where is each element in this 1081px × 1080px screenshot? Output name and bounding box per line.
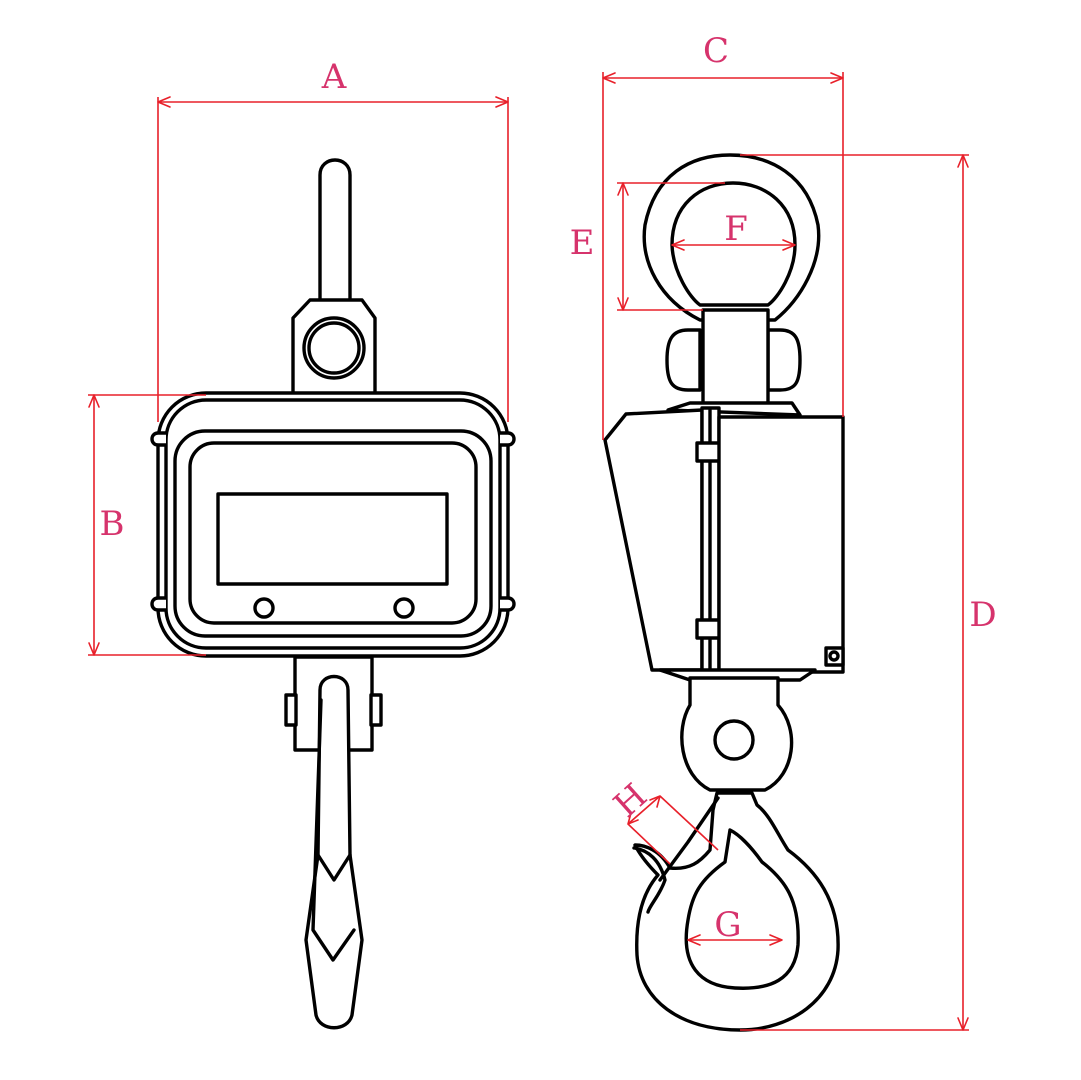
dim-f-arrow-left [671, 239, 685, 251]
front-lower-tab-right [369, 693, 383, 727]
side-hook-body [633, 791, 840, 1032]
side-neck-ring [666, 401, 802, 417]
side-hook-tip [632, 846, 667, 914]
dim-h-ext-upper [659, 795, 719, 851]
side-shackle-tab-right [766, 328, 802, 392]
side-swivel-pin [713, 719, 755, 761]
label-d: D [969, 595, 996, 635]
dim-c-arrow-right [830, 72, 844, 84]
dim-c-arrow-left [602, 72, 616, 84]
front-housing-inner [164, 398, 502, 650]
front-lower-tab-left [284, 693, 298, 727]
dimension-lines [88, 72, 969, 1031]
dim-h-line [627, 795, 661, 825]
side-hook-latch [658, 796, 720, 882]
dim-g-arrow-right [769, 934, 783, 946]
front-nub-tl [150, 431, 166, 447]
dim-a-arrow-right [495, 96, 509, 108]
front-nub-br [500, 596, 516, 612]
label-e: E [570, 223, 595, 263]
side-lower-swivel [680, 676, 794, 792]
dim-e-arrow-top [617, 182, 629, 196]
front-nub-tr [500, 431, 516, 447]
dim-d-arrow-top [957, 154, 969, 168]
dim-g-arrow-left [687, 934, 701, 946]
dim-d-arrow-bottom [957, 1017, 969, 1031]
front-button-left [253, 597, 275, 619]
front-top-shackle [318, 158, 352, 320]
front-pin-outer [302, 316, 366, 380]
dim-h-ext-lower [627, 823, 671, 865]
side-rear-port-hole [828, 650, 840, 662]
label-g: G [714, 905, 741, 945]
dim-b-arrow-top [88, 394, 100, 408]
label-a: A [321, 57, 347, 97]
front-pin-inner [307, 321, 361, 375]
front-lcd-display [216, 492, 449, 586]
dim-h-arrow-lower [627, 812, 639, 825]
dim-e-arrow-bottom [617, 297, 629, 311]
front-panel-inner [188, 441, 478, 625]
front-nub-bl [150, 596, 166, 612]
dim-h-arrow-upper [649, 795, 661, 808]
side-rear-box [717, 415, 845, 674]
label-h: H [606, 776, 655, 826]
label-c: C [703, 31, 729, 71]
label-b: B [100, 504, 125, 544]
front-hook-spine [311, 698, 356, 962]
side-front-panel [603, 408, 704, 672]
front-view [150, 158, 516, 1030]
dim-b-arrow-bottom [88, 642, 100, 656]
dim-f-arrow-right [782, 239, 796, 251]
front-button-right [393, 597, 415, 619]
front-panel-outer [173, 429, 493, 638]
side-view [603, 153, 845, 1032]
dim-a-arrow-left [157, 96, 171, 108]
side-shackle-neck [701, 308, 770, 407]
side-top-shackle-ring [642, 153, 821, 322]
label-f: F [724, 209, 748, 249]
side-shackle-tab-left [665, 328, 702, 392]
